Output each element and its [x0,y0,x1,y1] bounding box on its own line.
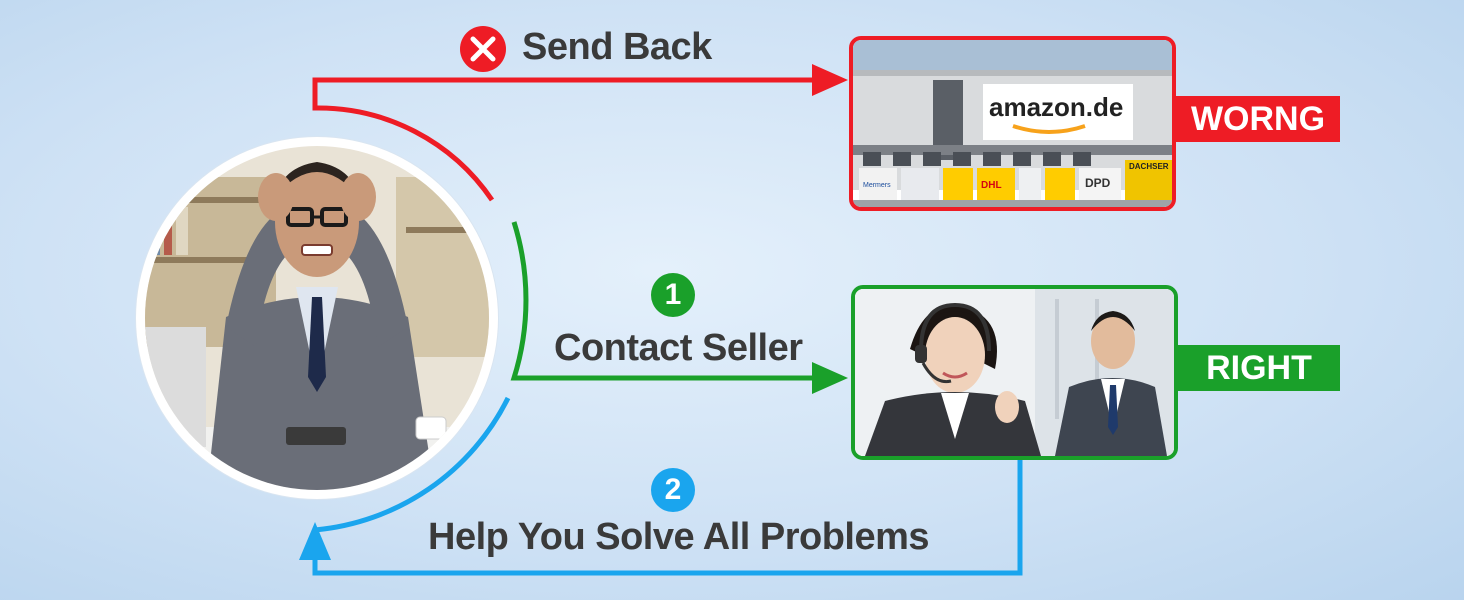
step-1-badge: 1 [651,273,695,317]
contact-seller-arrowhead [812,362,848,394]
wrong-tag: WORNG [1176,96,1340,142]
solve-problems-label: Help You Solve All Problems [428,516,930,558]
send-back-arrowhead [812,64,848,96]
right-tag: RIGHT [1178,345,1340,391]
amazon-warehouse-photo: amazon.de DHL DPD DACHSER Mermers [849,36,1176,211]
carrier-label-dpd: DPD [1085,176,1111,190]
x-circle-icon [460,26,506,72]
carrier-label-dachser: DACHSER [1129,162,1169,171]
send-back-label: Send Back [522,26,712,68]
solve-problems-arrowhead [299,522,331,560]
step-2-badge: 2 [651,468,695,512]
send-back-line [312,77,815,202]
contact-seller-line [510,221,815,381]
carrier-label-mermers: Mermers [863,182,891,189]
carrier-label-dhl: DHL [981,180,1002,191]
customer-service-photo [851,285,1178,460]
frustrated-customer-photo [136,137,498,499]
contact-seller-label: Contact Seller [554,327,803,369]
warehouse-sign-text: amazon.de [989,92,1124,122]
